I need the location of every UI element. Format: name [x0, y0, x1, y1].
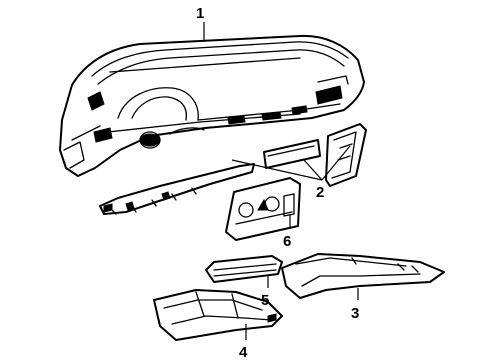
part-lower-cover-panel — [281, 253, 445, 299]
callout-2: 2 — [316, 184, 324, 201]
part-lower-trim-strip — [99, 163, 255, 215]
part-right-trim-panel — [325, 123, 367, 187]
callout-3: 3 — [351, 305, 359, 322]
leader-2b — [303, 159, 323, 181]
leader-2a — [231, 159, 323, 181]
part-instrument-panel — [59, 34, 365, 177]
callout-6: 6 — [283, 233, 291, 250]
part-lower-duct — [153, 289, 283, 341]
part-center-trim-panel — [263, 139, 321, 169]
callout-5: 5 — [261, 292, 269, 309]
leader-lines — [203, 22, 359, 340]
callout-numbers: 1 2 3 4 5 6 — [196, 5, 359, 360]
part-small-cover — [205, 255, 283, 283]
leader-2c — [321, 145, 351, 181]
callout-1: 1 — [196, 5, 204, 22]
part-cluster-bezel — [225, 177, 301, 241]
callout-4: 4 — [239, 344, 248, 360]
